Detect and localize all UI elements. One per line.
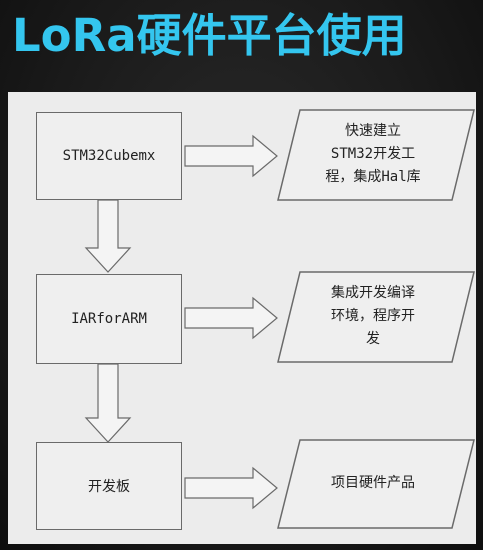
process-box-dev-board: 开发板 bbox=[36, 442, 182, 530]
process-box-stm32cubemx: STM32Cubemx bbox=[36, 112, 182, 200]
output-text-3: 项目硬件产品 bbox=[288, 472, 458, 495]
process-box-label: IARforARM bbox=[71, 311, 147, 327]
output-shape-2 bbox=[277, 271, 475, 363]
output-line: 环境，程序开 bbox=[331, 308, 415, 324]
output-shape-3 bbox=[277, 439, 475, 529]
output-line: 程，集成Hal库 bbox=[325, 169, 421, 185]
arrow-right-1 bbox=[184, 134, 278, 178]
arrow-down-1 bbox=[84, 199, 132, 273]
output-line: 集成开发编译 bbox=[331, 285, 415, 301]
arrow-down-2 bbox=[84, 363, 132, 443]
output-line: 项目硬件产品 bbox=[331, 475, 415, 491]
process-box-iarforarm: IARforARM bbox=[36, 274, 182, 364]
output-shape-1 bbox=[277, 109, 475, 201]
arrow-right-3 bbox=[184, 466, 278, 510]
slide-title: LoRa硬件平台使用 bbox=[12, 9, 407, 62]
arrow-right-2 bbox=[184, 296, 278, 340]
process-box-label: STM32Cubemx bbox=[62, 148, 156, 164]
output-text-1: 快速建立 STM32开发工 程，集成Hal库 bbox=[288, 120, 458, 189]
output-text-2: 集成开发编译 环境，程序开 发 bbox=[288, 282, 458, 351]
output-line: 快速建立 bbox=[345, 123, 401, 139]
output-line: STM32开发工 bbox=[330, 146, 416, 162]
output-line: 发 bbox=[366, 331, 380, 347]
process-box-label: 开发板 bbox=[88, 479, 130, 495]
